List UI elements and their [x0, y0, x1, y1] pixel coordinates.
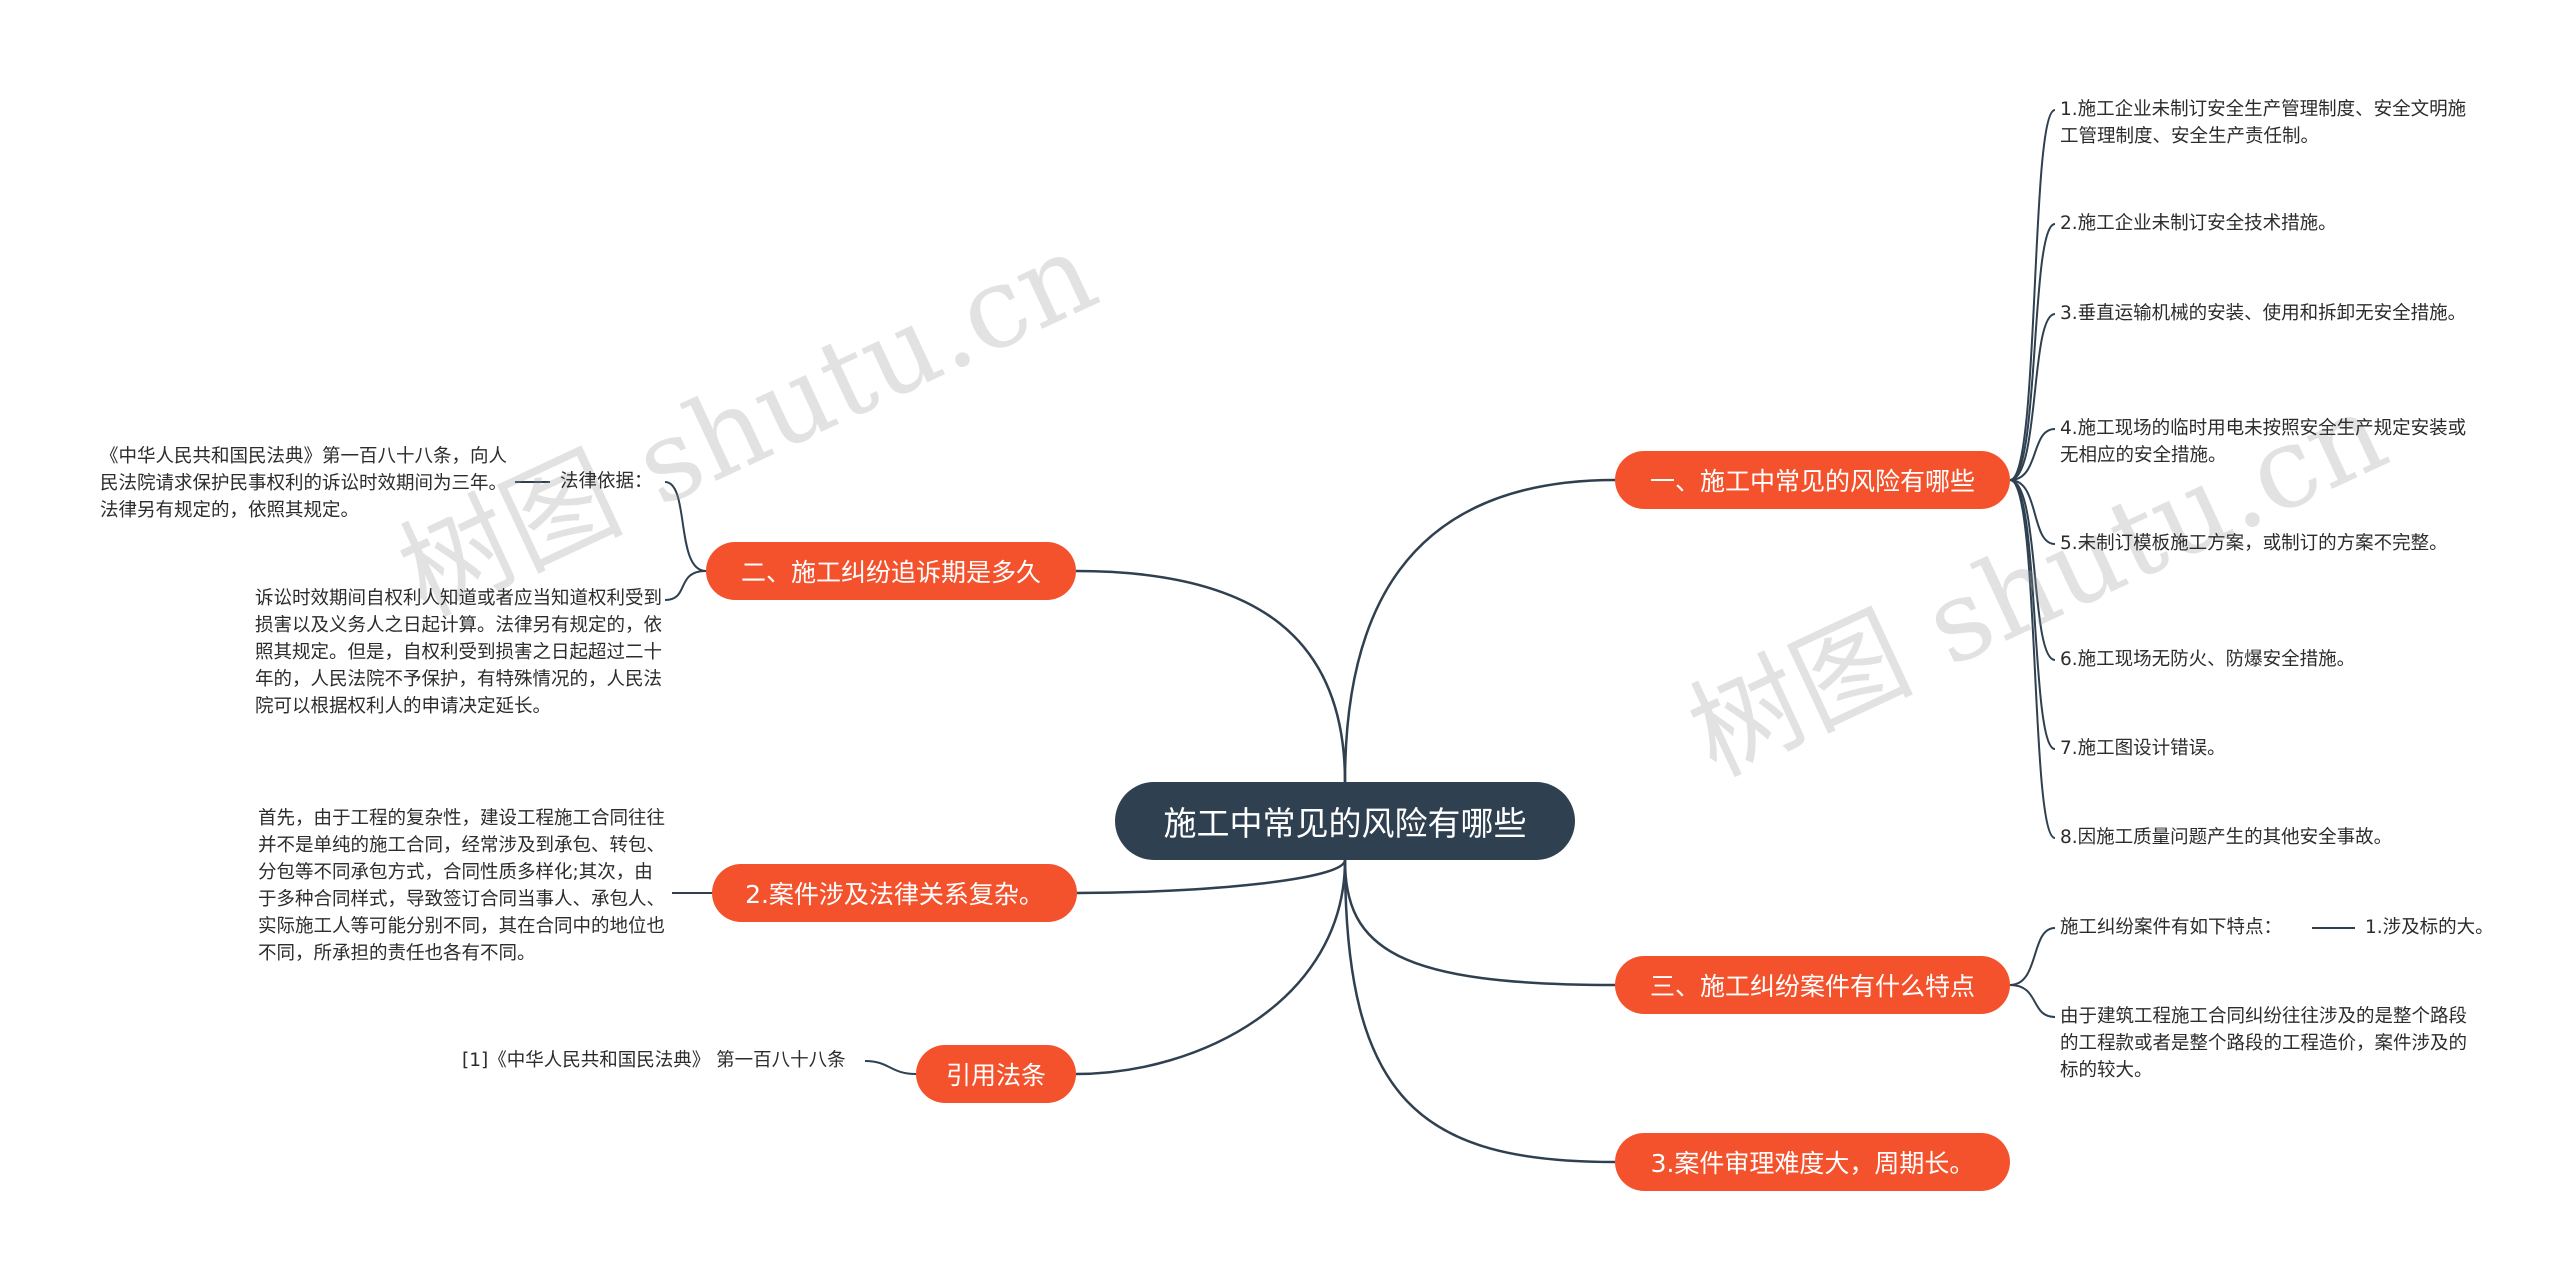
leaf-statute-detail: 诉讼时效期间自权利人知道或者应当知道权利受到损害以及义务人之日起计算。法律另有规…: [255, 588, 663, 717]
root-node[interactable]: 施工中常见的风险有哪些: [1115, 782, 1575, 860]
link-risk-item-3: [2009, 313, 2056, 481]
link-risk-item-5: [2009, 479, 2056, 545]
link-risk-item-2: [2009, 223, 2056, 481]
branch-citation[interactable]: 引用法条: [916, 1045, 1076, 1103]
link-statute-basis: [664, 481, 707, 572]
link-risk-item-4: [2009, 428, 2056, 481]
link-root-difficulty: [1343, 859, 1616, 1164]
leaf-features-sub: 1.涉及标的大。: [2365, 917, 2494, 938]
branch-difficulty[interactable]: 3.案件审理难度大，周期长。: [1615, 1133, 2010, 1191]
link-citation-leaf: [864, 1060, 917, 1075]
leaf-legal-basis: 法律依据：: [560, 471, 653, 492]
leaf-risk-3: 3.垂直运输机械的安装、使用和拆卸无安全措施。: [2060, 303, 2467, 324]
branch-features[interactable]: 三、施工纠纷案件有什么特点: [1615, 956, 2010, 1014]
leaf-legal-basis-text: 《中华人民共和国民法典》第一百八十八条，向人民法院请求保护民事权利的诉讼时效期间…: [100, 446, 508, 521]
link-root-complexity: [1076, 859, 1347, 895]
link-root-features: [1343, 859, 1616, 987]
leaf-risk-2: 2.施工企业未制订安全技术措施。: [2060, 213, 2337, 234]
link-features-intro: [2009, 927, 2056, 986]
branch-statute[interactable]: 二、施工纠纷追诉期是多久: [706, 542, 1076, 600]
leaf-risk-8: 8.因施工质量问题产生的其他安全事故。: [2060, 827, 2393, 848]
link-statute-detail: [664, 570, 707, 601]
link-root-citation: [1075, 859, 1347, 1076]
leaf-complexity-detail: 首先，由于工程的复杂性，建设工程施工合同往往并不是单纯的施工合同，经常涉及到承包…: [258, 808, 666, 964]
leaf-risk-5: 5.未制订模板施工方案，或制订的方案不完整。: [2060, 533, 2448, 554]
leaf-features-detail: 由于建筑工程施工合同纠纷往往涉及的是整个路段的工程款或者是整个路段的工程造价，案…: [2060, 1006, 2468, 1081]
leaf-risk-4: 4.施工现场的临时用电未按照安全生产规定安装或无相应的安全措施。: [2060, 418, 2467, 466]
link-risk-item-1: [2009, 109, 2056, 481]
link-risk-item-6: [2009, 479, 2056, 661]
branch-complexity[interactable]: 2.案件涉及法律关系复杂。: [712, 864, 1077, 922]
leaf-citation: [1]《中华人民共和国民法典》 第一百八十八条: [462, 1050, 846, 1071]
branch-risks[interactable]: 一、施工中常见的风险有哪些: [1615, 451, 2010, 509]
link-risk-item-8: [2009, 479, 2056, 839]
leaf-risk-1: 1.施工企业未制订安全生产管理制度、安全文明施工管理制度、安全生产责任制。: [2060, 99, 2467, 147]
link-features-detail: [2009, 984, 2056, 1018]
leaf-features-intro: 施工纠纷案件有如下特点：: [2060, 917, 2283, 938]
leaf-risk-7: 7.施工图设计错误。: [2060, 738, 2226, 759]
link-root-risks: [1343, 478, 1616, 783]
link-root-statute: [1075, 569, 1347, 783]
leaf-risk-6: 6.施工现场无防火、防爆安全措施。: [2060, 649, 2356, 670]
link-risk-item-7: [2009, 479, 2056, 750]
